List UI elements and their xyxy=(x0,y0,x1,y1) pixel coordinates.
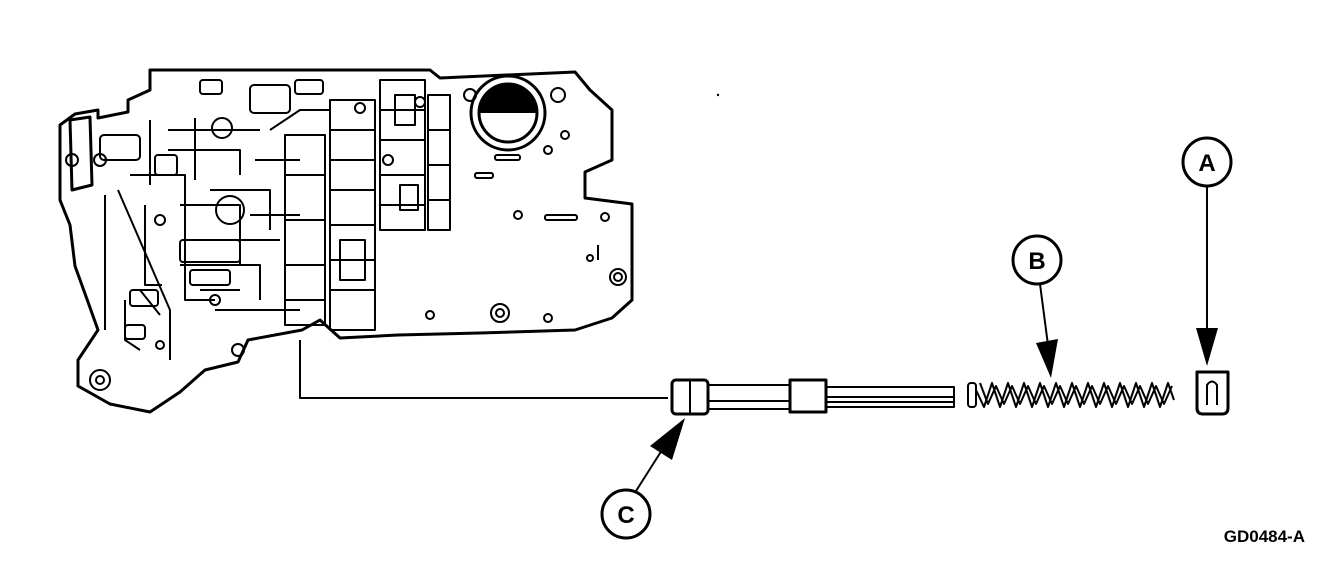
callout-b-label: B xyxy=(1028,248,1045,275)
retainer-clip xyxy=(1195,370,1230,416)
callout-a: A xyxy=(1181,136,1233,366)
valve-spool xyxy=(670,378,955,416)
spring xyxy=(967,382,1175,408)
valve-body xyxy=(58,68,634,414)
callout-c: C xyxy=(600,418,685,540)
scan-speck xyxy=(716,93,720,97)
callout-c-label: C xyxy=(617,502,634,529)
bore-leader-line xyxy=(299,340,668,399)
callout-a-label: A xyxy=(1198,150,1215,177)
figure-code: GD0484-A xyxy=(1224,527,1305,546)
callout-b: B xyxy=(1011,234,1063,378)
